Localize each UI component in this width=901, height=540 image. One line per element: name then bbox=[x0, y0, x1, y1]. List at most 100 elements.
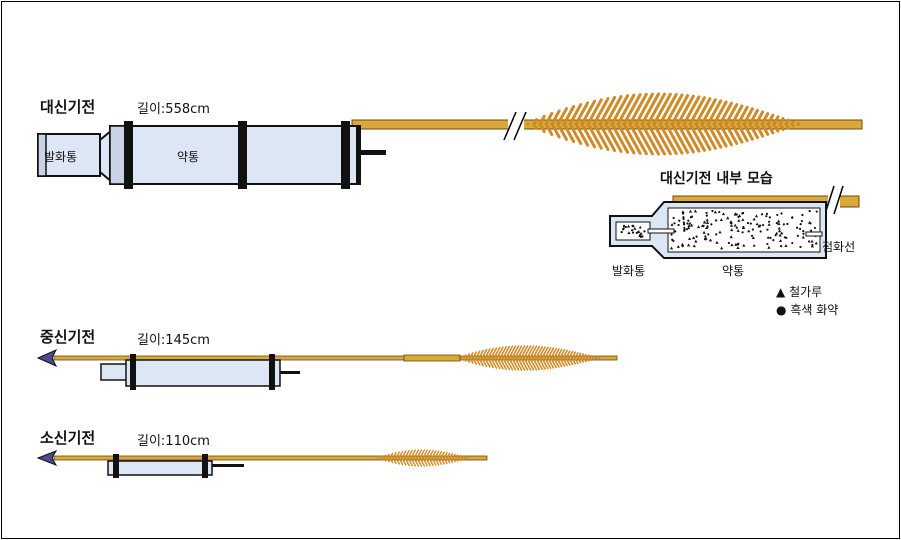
feather-vane bbox=[425, 457, 431, 467]
feather-vane bbox=[628, 122, 648, 156]
feather-vane bbox=[520, 345, 529, 359]
feather-vane bbox=[688, 96, 706, 126]
feather-vane bbox=[419, 449, 426, 459]
iron-powder-triangle bbox=[687, 224, 691, 228]
iron-powder-triangle bbox=[681, 210, 685, 213]
feather-vane bbox=[616, 93, 636, 126]
black-powder-dot bbox=[704, 235, 707, 238]
feather-vane bbox=[676, 94, 695, 126]
black-powder-dot bbox=[622, 227, 625, 230]
black-powder-dot bbox=[766, 228, 769, 231]
inset-fuse-stub bbox=[805, 231, 823, 237]
feather-vane bbox=[538, 357, 546, 370]
legend-item-black-powder: ● 흑색 화약 bbox=[776, 301, 838, 318]
iron-powder-triangle bbox=[708, 238, 713, 242]
feather-vane bbox=[490, 357, 498, 369]
black-powder-dot bbox=[681, 245, 684, 248]
black-powder-dot bbox=[780, 212, 783, 215]
feather-vane bbox=[434, 457, 440, 466]
feather-vane bbox=[622, 93, 642, 126]
feather-vane bbox=[559, 349, 566, 359]
iron-powder-triangle bbox=[714, 218, 718, 222]
iron-powder-triangle bbox=[767, 222, 771, 226]
feather-vane bbox=[559, 357, 566, 367]
feather-vane bbox=[742, 122, 754, 141]
black-powder-dot bbox=[772, 239, 775, 242]
sosin-length: 길이:110cm bbox=[137, 434, 210, 449]
iron-powder-triangle bbox=[705, 224, 710, 228]
black-powder-dot bbox=[808, 209, 811, 213]
feather-vane bbox=[502, 357, 511, 371]
feather-vane bbox=[562, 349, 568, 359]
black-powder-dot bbox=[705, 211, 708, 215]
feather-vane bbox=[535, 357, 543, 370]
iron-powder-triangle bbox=[729, 235, 733, 239]
daesin-band bbox=[341, 121, 350, 189]
jungsin-launch-tube bbox=[100, 363, 130, 381]
black-powder-dot bbox=[796, 234, 799, 237]
black-powder-dot bbox=[796, 226, 799, 229]
feather-vane bbox=[772, 122, 780, 133]
feather-vane bbox=[544, 111, 554, 126]
feather-vane bbox=[583, 357, 587, 363]
iron-powder-triangle bbox=[705, 221, 710, 225]
feather-vane bbox=[646, 92, 666, 126]
feather-vane bbox=[422, 449, 429, 459]
feather-vane bbox=[472, 351, 478, 359]
feather-vane bbox=[526, 357, 535, 371]
feather-vane bbox=[565, 350, 571, 359]
feather-vane bbox=[760, 112, 770, 126]
iron-powder-triangle bbox=[777, 219, 781, 223]
inset-title: 대신기전 내부 모습 bbox=[660, 171, 773, 187]
feather-vane bbox=[508, 345, 517, 359]
feather-vane bbox=[538, 122, 546, 134]
black-powder-dot bbox=[631, 224, 634, 227]
feather-vane bbox=[694, 122, 712, 151]
feather-vane bbox=[736, 105, 749, 126]
iron-powder-triangle bbox=[691, 236, 696, 240]
feather-vane bbox=[652, 92, 672, 126]
black-powder-dot bbox=[705, 214, 708, 217]
feather-vane bbox=[383, 457, 387, 462]
feather-vane bbox=[440, 457, 445, 465]
iron-powder-triangle bbox=[767, 245, 771, 249]
feather-vane bbox=[586, 122, 603, 150]
black-powder-dot bbox=[753, 244, 756, 247]
feather-vane bbox=[437, 457, 443, 466]
black-powder-dot bbox=[707, 233, 710, 236]
feather-vane bbox=[682, 95, 701, 126]
feather-vane bbox=[541, 357, 549, 370]
inset-gunpowder-tube-label: 약통 bbox=[722, 264, 745, 278]
jungsin-gunpowder-tube bbox=[125, 359, 281, 387]
feather-vane bbox=[493, 346, 501, 359]
feather-vane bbox=[790, 122, 795, 128]
feather-vane bbox=[478, 357, 484, 367]
black-powder-dot bbox=[749, 222, 752, 225]
daesin-feather bbox=[526, 92, 800, 156]
feather-vane bbox=[481, 348, 488, 359]
daesin-break-mark bbox=[503, 111, 527, 141]
feather-vane bbox=[490, 347, 498, 359]
feather-vane bbox=[784, 122, 790, 130]
feather-vane bbox=[529, 357, 538, 371]
feather-vane bbox=[622, 122, 642, 155]
black-powder-dot bbox=[766, 242, 769, 246]
feather-vane bbox=[484, 348, 491, 359]
feather-vane bbox=[547, 357, 555, 369]
feather-vane bbox=[419, 457, 426, 467]
iron-powder-triangle bbox=[713, 210, 717, 214]
black-powder-dot bbox=[791, 241, 794, 245]
jungsin-fuse-stub bbox=[280, 371, 300, 374]
feather-vane bbox=[592, 357, 595, 361]
iron-powder-triangle bbox=[778, 233, 782, 237]
feather-vane bbox=[380, 457, 383, 461]
feather-vane bbox=[413, 457, 420, 467]
iron-powder-triangle bbox=[729, 221, 733, 225]
feather-vane bbox=[640, 122, 660, 156]
black-powder-dot bbox=[801, 213, 804, 217]
black-powder-dot bbox=[682, 221, 685, 224]
black-powder-dot bbox=[802, 229, 805, 233]
sosin-feather bbox=[377, 449, 469, 467]
feather-vane bbox=[538, 346, 546, 359]
feather-vane bbox=[544, 122, 554, 137]
